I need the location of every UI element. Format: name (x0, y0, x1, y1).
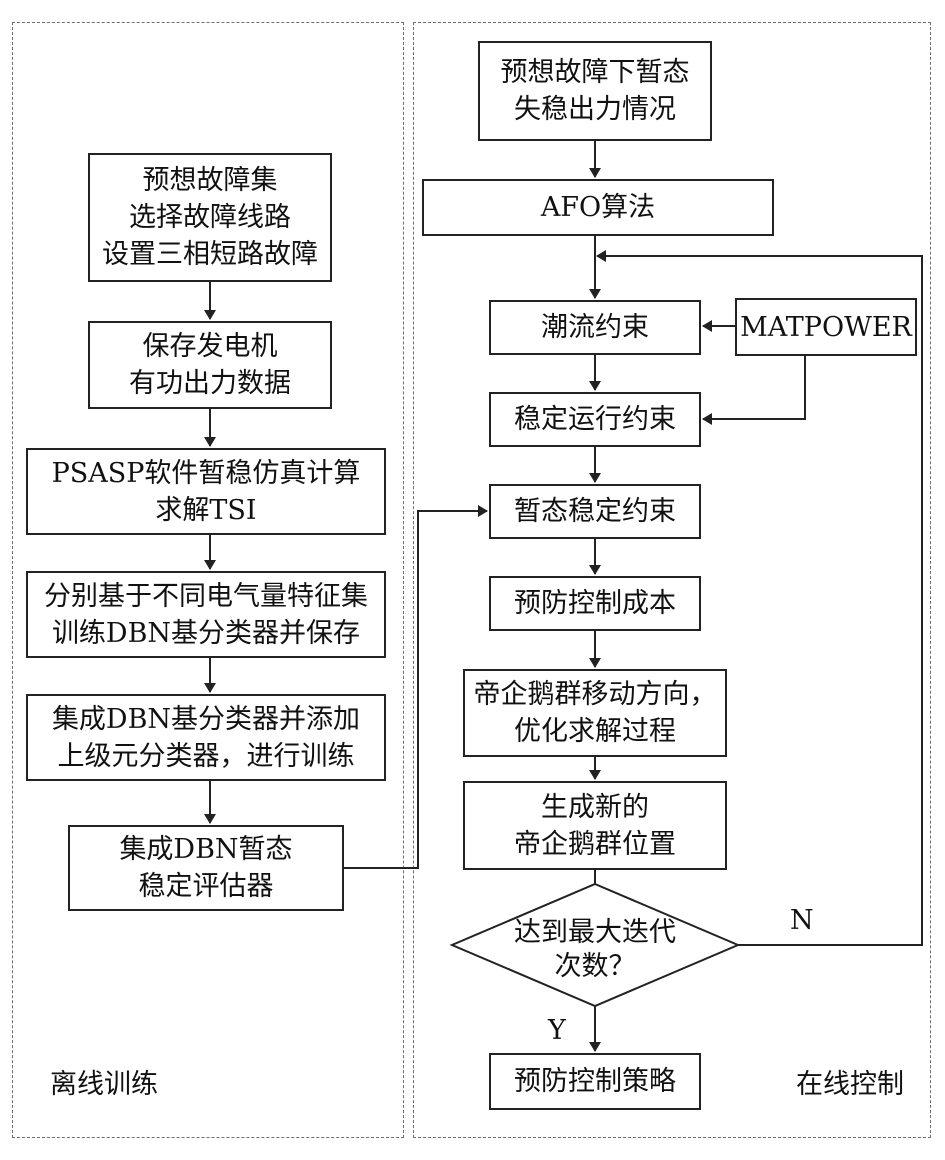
offline-training-panel (12, 22, 404, 1138)
online-step-preventive-control-strategy: 预防控制策略 (489, 1053, 701, 1110)
offline-training-label: 离线训练 (50, 1069, 158, 1100)
decision-max-iterations-diamond (449, 882, 741, 1008)
online-step-new-penguin-positions: 生成新的 帝企鹅群位置 (463, 781, 727, 870)
arrow-no-loop (596, 250, 923, 946)
offline-step-save-generator-output: 保存发电机 有功出力数据 (88, 321, 332, 409)
decision-max-iterations-text: 达到最大迭代 次数？ (514, 917, 676, 982)
online-step-penguin-movement: 帝企鹅群移动方向， 优化求解过程 (463, 669, 727, 757)
offline-step-psasp-simulation: PSASP软件暂稳仿真计算 求解TSI (26, 448, 386, 535)
matpower-box: MATPOWER (735, 298, 917, 356)
online-step-power-flow-constraint: 潮流约束 (489, 300, 701, 355)
offline-step-train-base-classifiers: 分别基于不同电气量特征集 训练DBN基分类器并保存 (26, 571, 386, 658)
online-step-afo-algorithm: AFO算法 (422, 179, 774, 236)
online-step-stable-operation-constraint: 稳定运行约束 (489, 392, 701, 447)
offline-step-contingency-set: 预想故障集 选择故障线路 设置三相短路故障 (88, 153, 332, 282)
yes-label: Y (548, 1015, 566, 1046)
online-step-instability-output: 预想故障下暂态 失稳出力情况 (478, 41, 712, 141)
online-step-transient-stability-constraint: 暂态稳定约束 (489, 484, 701, 539)
arrow-assessor-to-transient-constraint (344, 505, 488, 869)
online-step-preventive-control-cost: 预防控制成本 (489, 576, 701, 631)
offline-step-meta-classifier-training: 集成DBN基分类器并添加 上级元分类器，进行训练 (26, 694, 386, 781)
offline-step-dbn-assessor: 集成DBN暂态 稳定评估器 (68, 825, 344, 911)
no-label: N (790, 905, 814, 936)
arrow-matpower-to-stable-operation (702, 356, 806, 425)
online-control-panel (413, 22, 931, 1138)
online-control-label: 在线控制 (796, 1069, 904, 1100)
